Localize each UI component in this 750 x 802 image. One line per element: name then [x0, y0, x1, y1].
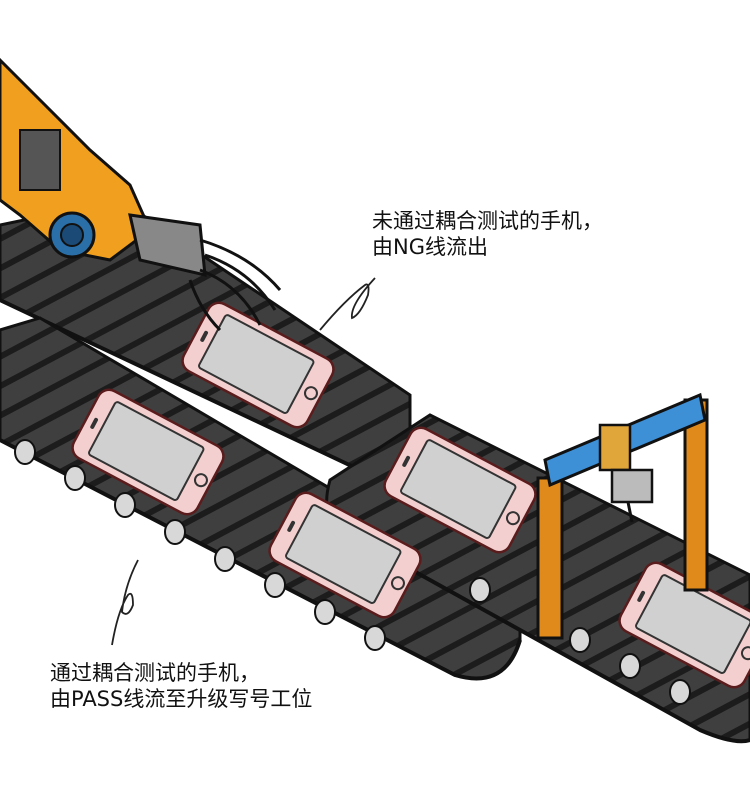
pass-caption-line2: 由PASS线流至升级写号工位 — [50, 687, 313, 711]
ng-line-caption: 未通过耦合测试的手机， 由NG线流出 — [372, 208, 603, 260]
pass-annotation-pointer — [111, 559, 139, 646]
pass-line-caption: 通过耦合测试的手机， 由PASS线流至升级写号工位 — [50, 660, 312, 712]
pass-caption-line1: 通过耦合测试的手机， — [50, 661, 260, 685]
ng-caption-line1: 未通过耦合测试的手机， — [372, 209, 603, 233]
gantry-icon — [536, 392, 709, 640]
ng-caption-line2: 由NG线流出 — [372, 235, 488, 259]
ng-annotation-pointer — [319, 277, 376, 331]
gripper-icon — [188, 238, 282, 332]
robot-arm-icon — [0, 57, 207, 277]
